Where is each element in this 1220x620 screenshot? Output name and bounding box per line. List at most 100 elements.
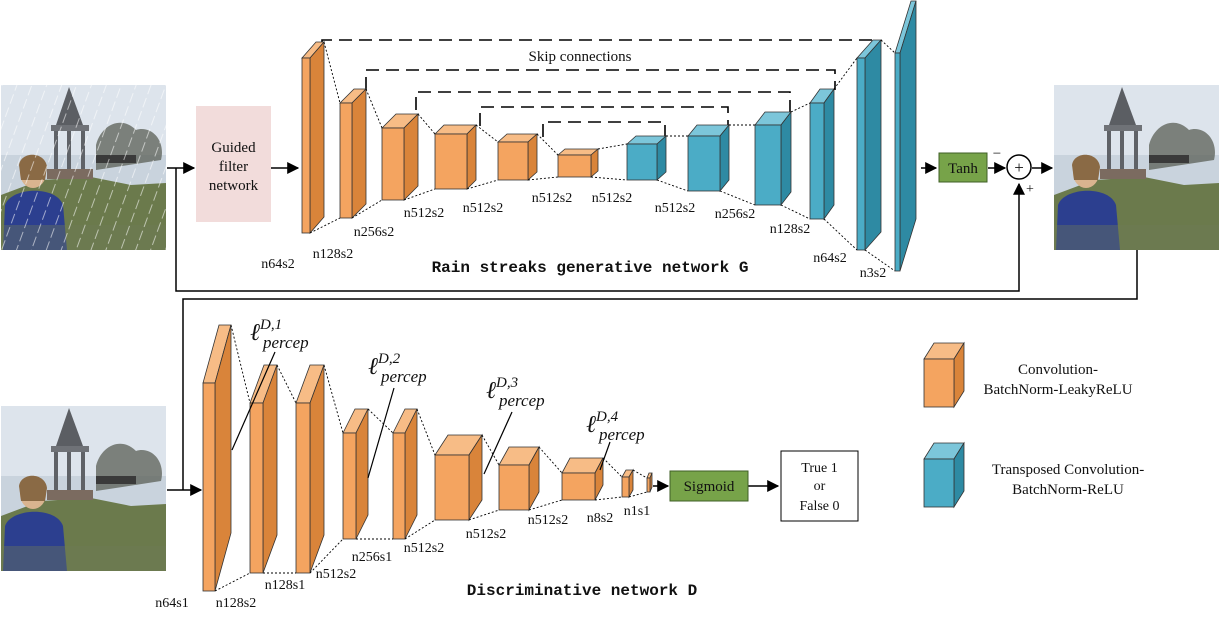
discriminator-layers (202, 324, 653, 592)
guided-filter-label-3: network (209, 178, 259, 194)
skip-connections-label: Skip connections (529, 49, 632, 65)
perceptual-loss-symbol: ℓ (586, 412, 596, 438)
guided-filter-box: Guided filter network (196, 106, 271, 222)
perceptual-loss-superscript: D,4 (595, 409, 619, 425)
legend-conv-label-2: BatchNorm-LeakyReLU (983, 382, 1132, 398)
discriminator-layer-label-3: n128s1 (265, 578, 305, 593)
generator-layer-9 (754, 110, 792, 207)
perceptual-loss-subscript: percep (498, 391, 545, 410)
perceptual-loss-symbol: ℓ (368, 354, 378, 380)
legend-tconv-label-2: BatchNorm-ReLU (1012, 482, 1124, 498)
guided-filter-label-2: filter (219, 159, 248, 175)
minus-sign: − (993, 146, 1001, 162)
generator-layer-label-7: n512s2 (592, 191, 632, 206)
generator-layer-label-6: n512s2 (532, 191, 572, 206)
generator-layer-label-11: n64s2 (813, 251, 846, 266)
generator-layer-label-12: n3s2 (860, 266, 886, 281)
sigmoid-box: Sigmoid (669, 470, 749, 502)
discriminator-layer-label-9: n8s2 (587, 511, 613, 526)
discriminator-layer-label-10: n1s1 (624, 504, 650, 519)
discriminator-layer-9 (621, 468, 634, 499)
generator-layer-8 (687, 123, 730, 193)
discriminator-layer-7 (498, 445, 540, 512)
perceptual-loss-superscript: D,3 (495, 375, 518, 391)
discriminator-layer-5 (392, 408, 418, 540)
perceptual-loss-symbol: ℓ (250, 320, 260, 346)
discriminator-layer-label-5: n256s1 (352, 550, 392, 565)
discriminator-layer-6 (434, 433, 483, 522)
output-label-2: or (814, 479, 826, 494)
discriminator-layer-label-7: n512s2 (466, 527, 506, 542)
discriminator-layer-8 (561, 457, 604, 501)
generator-layers (301, 0, 917, 272)
legend-tconv-label-1: Transposed Convolution- (992, 462, 1144, 478)
discriminator-layer-10 (646, 472, 653, 493)
generator-layer-label-9: n256s2 (715, 207, 755, 222)
discriminator-layer-label-2: n128s2 (216, 596, 256, 611)
discriminator-layer-4 (342, 408, 369, 540)
sum-symbol: + (1014, 158, 1024, 177)
generator-layer-4 (434, 124, 477, 190)
generator-layer-label-10: n128s2 (770, 222, 810, 237)
generator-layer-label-3: n256s2 (354, 225, 394, 240)
perceptual-loss-subscript: percep (380, 367, 427, 386)
legend-tconv-cube (923, 441, 965, 509)
discriminator-layer-label-8: n512s2 (528, 513, 568, 528)
rainy-input-image (1, 85, 166, 250)
legend-conv-cube (923, 341, 965, 409)
guided-filter-label-1: Guided (211, 140, 256, 156)
sigmoid-label: Sigmoid (684, 479, 735, 495)
discriminator-layer-label-1: n64s1 (155, 596, 188, 611)
discriminator-layer-labels: n64s1 n128s2 n128s1 n512s2 n256s1 n512s2 n512s… (155, 504, 650, 611)
generator-layer-label-4: n512s2 (404, 206, 444, 221)
generator-layer-6 (556, 148, 600, 178)
generator-layer-label-2: n128s2 (313, 247, 353, 262)
perceptual-loss-superscript: D,1 (259, 317, 282, 333)
derained-output-image (1054, 85, 1219, 250)
legend-conv-label-1: Convolution- (1018, 362, 1098, 378)
perceptual-loss-symbol: ℓ (486, 378, 496, 404)
generator-layer-7 (625, 135, 668, 181)
discriminator-layer-2 (249, 364, 278, 574)
generator-layer-5 (496, 133, 539, 181)
generator-title: Rain streaks generative network G (432, 259, 749, 277)
discriminator-layer-label-4: n512s2 (316, 567, 356, 582)
discriminator-layer-1 (202, 324, 232, 592)
plus-sign: + (1026, 182, 1034, 197)
tanh-box: Tanh (938, 152, 988, 183)
generator-layer-label-1: n64s2 (261, 257, 294, 272)
tanh-label: Tanh (948, 161, 978, 177)
perceptual-loss-subscript: percep (262, 333, 309, 352)
legend: Convolution- BatchNorm-LeakyReLU Transpo… (923, 341, 1144, 509)
generator-layer-2 (339, 88, 367, 219)
generator-layer-12 (894, 0, 917, 272)
perceptual-loss-superscript: D,2 (377, 351, 401, 367)
discriminator-layer-3 (295, 364, 325, 574)
generator-layer-3 (381, 113, 419, 201)
perceptual-loss-subscript: percep (598, 425, 645, 444)
output-label-1: True 1 (801, 461, 837, 476)
generator-layer-11 (856, 38, 882, 252)
generator-layer-label-8: n512s2 (655, 201, 695, 216)
generator-layer-label-5: n512s2 (463, 201, 503, 216)
generator-layer-10 (809, 87, 835, 221)
discriminator-output-box: True 1 or False 0 (780, 450, 859, 522)
discriminator-title: Discriminative network D (467, 582, 697, 600)
discriminator-input-image (1, 406, 166, 571)
flow-arrows (167, 162, 1138, 496)
output-label-3: False 0 (799, 499, 839, 514)
discriminator-layer-label-6: n512s2 (404, 541, 444, 556)
generator-layer-1 (301, 40, 325, 235)
skip-connections (321, 39, 876, 138)
